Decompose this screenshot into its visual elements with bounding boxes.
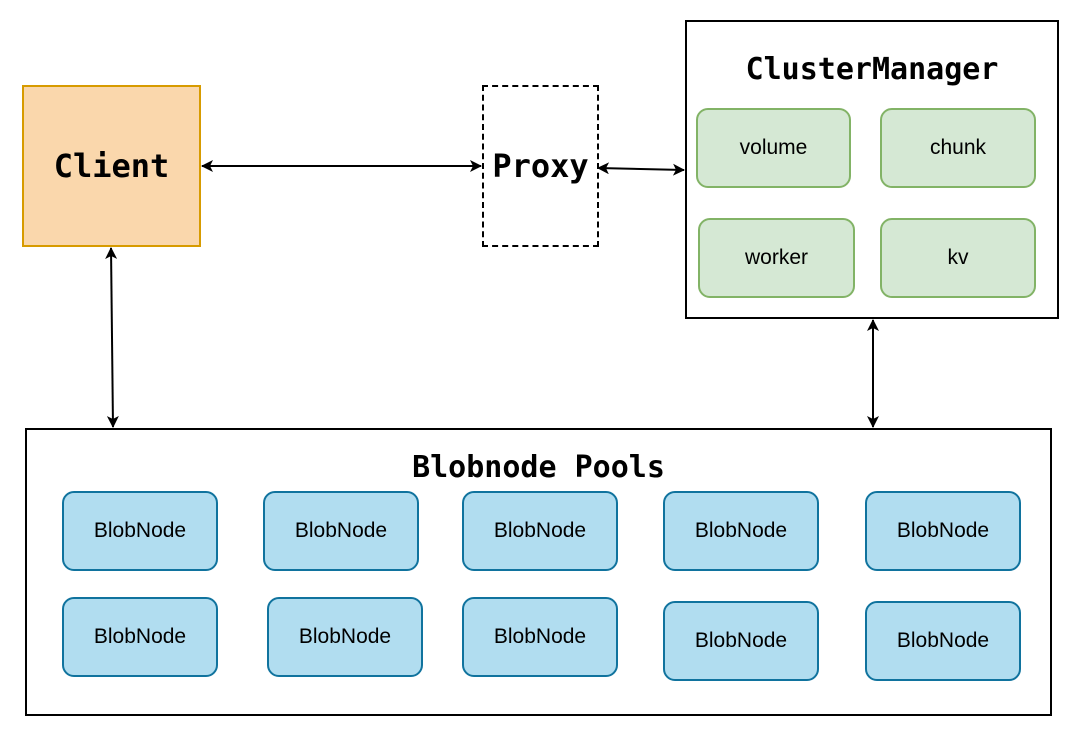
- component-worker: worker: [698, 218, 855, 298]
- client-box: Client: [22, 85, 201, 247]
- cluster-manager-title: ClusterManager: [745, 52, 999, 87]
- blobnode: BlobNode: [462, 597, 618, 677]
- component-kv: kv: [880, 218, 1036, 298]
- proxy-label: Proxy: [492, 147, 589, 185]
- blobnode: BlobNode: [462, 491, 618, 571]
- blobnode: BlobNode: [62, 491, 218, 571]
- blobnode: BlobNode: [263, 491, 419, 571]
- blobnode: BlobNode: [865, 491, 1021, 571]
- proxy-cluster-arrow: [597, 162, 685, 176]
- blobnode: BlobNode: [663, 491, 819, 571]
- proxy-box: Proxy: [482, 85, 599, 247]
- blobnode-pools-box: Blobnode Pools BlobNode BlobNode BlobNod…: [25, 428, 1052, 716]
- client-label: Client: [53, 147, 170, 185]
- component-volume: volume: [696, 108, 851, 188]
- cluster-manager-box: ClusterManager volume chunk worker kv: [685, 20, 1059, 319]
- blobnode: BlobNode: [865, 601, 1021, 681]
- blobnode: BlobNode: [267, 597, 423, 677]
- client-pools-arrow: [105, 247, 119, 428]
- component-chunk: chunk: [880, 108, 1036, 188]
- blobnode: BlobNode: [62, 597, 218, 677]
- blobnode-pools-title: Blobnode Pools: [412, 450, 665, 485]
- blobnode: BlobNode: [663, 601, 819, 681]
